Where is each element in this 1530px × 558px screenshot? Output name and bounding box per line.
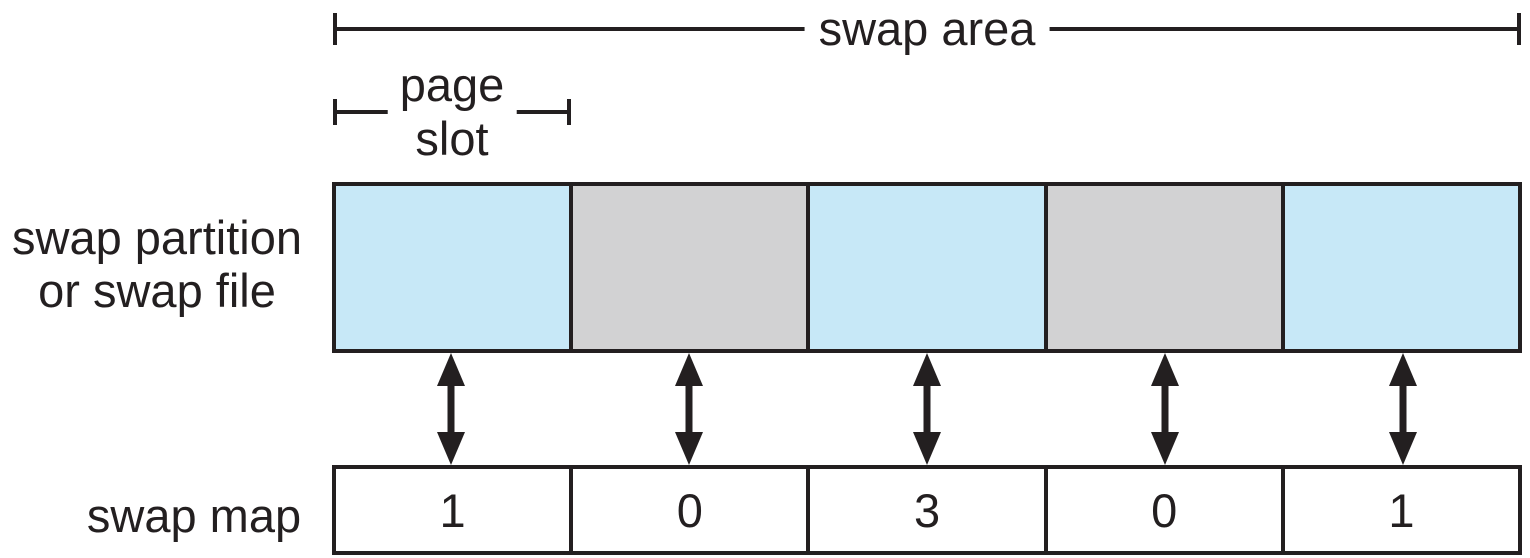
- arrow-row: [332, 353, 1522, 465]
- page-slot-cell-blue: [806, 186, 1044, 349]
- arrow-cell: [332, 353, 570, 465]
- swap-map-cell: 3: [806, 469, 1043, 551]
- page-slot-label-line2: slot: [415, 112, 489, 165]
- swap-map-cell: 0: [569, 469, 806, 551]
- swap-partition-label: swap partition or swap file: [0, 211, 314, 317]
- swap-partition-label-line1: swap partition: [12, 211, 302, 264]
- double-arrow-icon: [437, 353, 465, 465]
- page-slot-bracket-right-tick: [567, 99, 571, 125]
- arrow-cell: [1284, 353, 1522, 465]
- swap-area-bracket: swap area: [333, 4, 1521, 54]
- arrow-cell: [1046, 353, 1284, 465]
- swap-map-label: swap map: [86, 489, 302, 542]
- swap-map-cell: 0: [1043, 469, 1281, 551]
- page-slot-cell-gray: [569, 186, 807, 349]
- page-slot-label-line1: page: [399, 58, 505, 111]
- arrow-cell: [570, 353, 808, 465]
- double-arrow-icon: [913, 353, 941, 465]
- swap-area-label: swap area: [804, 4, 1050, 54]
- double-arrow-icon: [1389, 353, 1417, 465]
- swap-map-cell: 1: [1280, 469, 1518, 551]
- swap-area-bracket-right-tick: [1517, 13, 1521, 45]
- page-slot-cell-gray: [1043, 186, 1281, 349]
- page-slot-bracket-left-tick: [333, 99, 337, 125]
- swap-area-bracket-left-tick: [333, 13, 337, 45]
- arrow-cell: [808, 353, 1046, 465]
- page-slot-cell-blue: [336, 186, 570, 349]
- page-slot-bracket: page slot: [333, 58, 571, 166]
- page-slot-cell-blue: [1280, 186, 1519, 349]
- swap-map-cell: 1: [439, 483, 466, 537]
- swap-partition-row: [332, 182, 1522, 353]
- double-arrow-icon: [1151, 353, 1179, 465]
- double-arrow-icon: [675, 353, 703, 465]
- swap-partition-label-line2: or swap file: [38, 264, 276, 317]
- page-slot-label: page slot: [387, 58, 517, 166]
